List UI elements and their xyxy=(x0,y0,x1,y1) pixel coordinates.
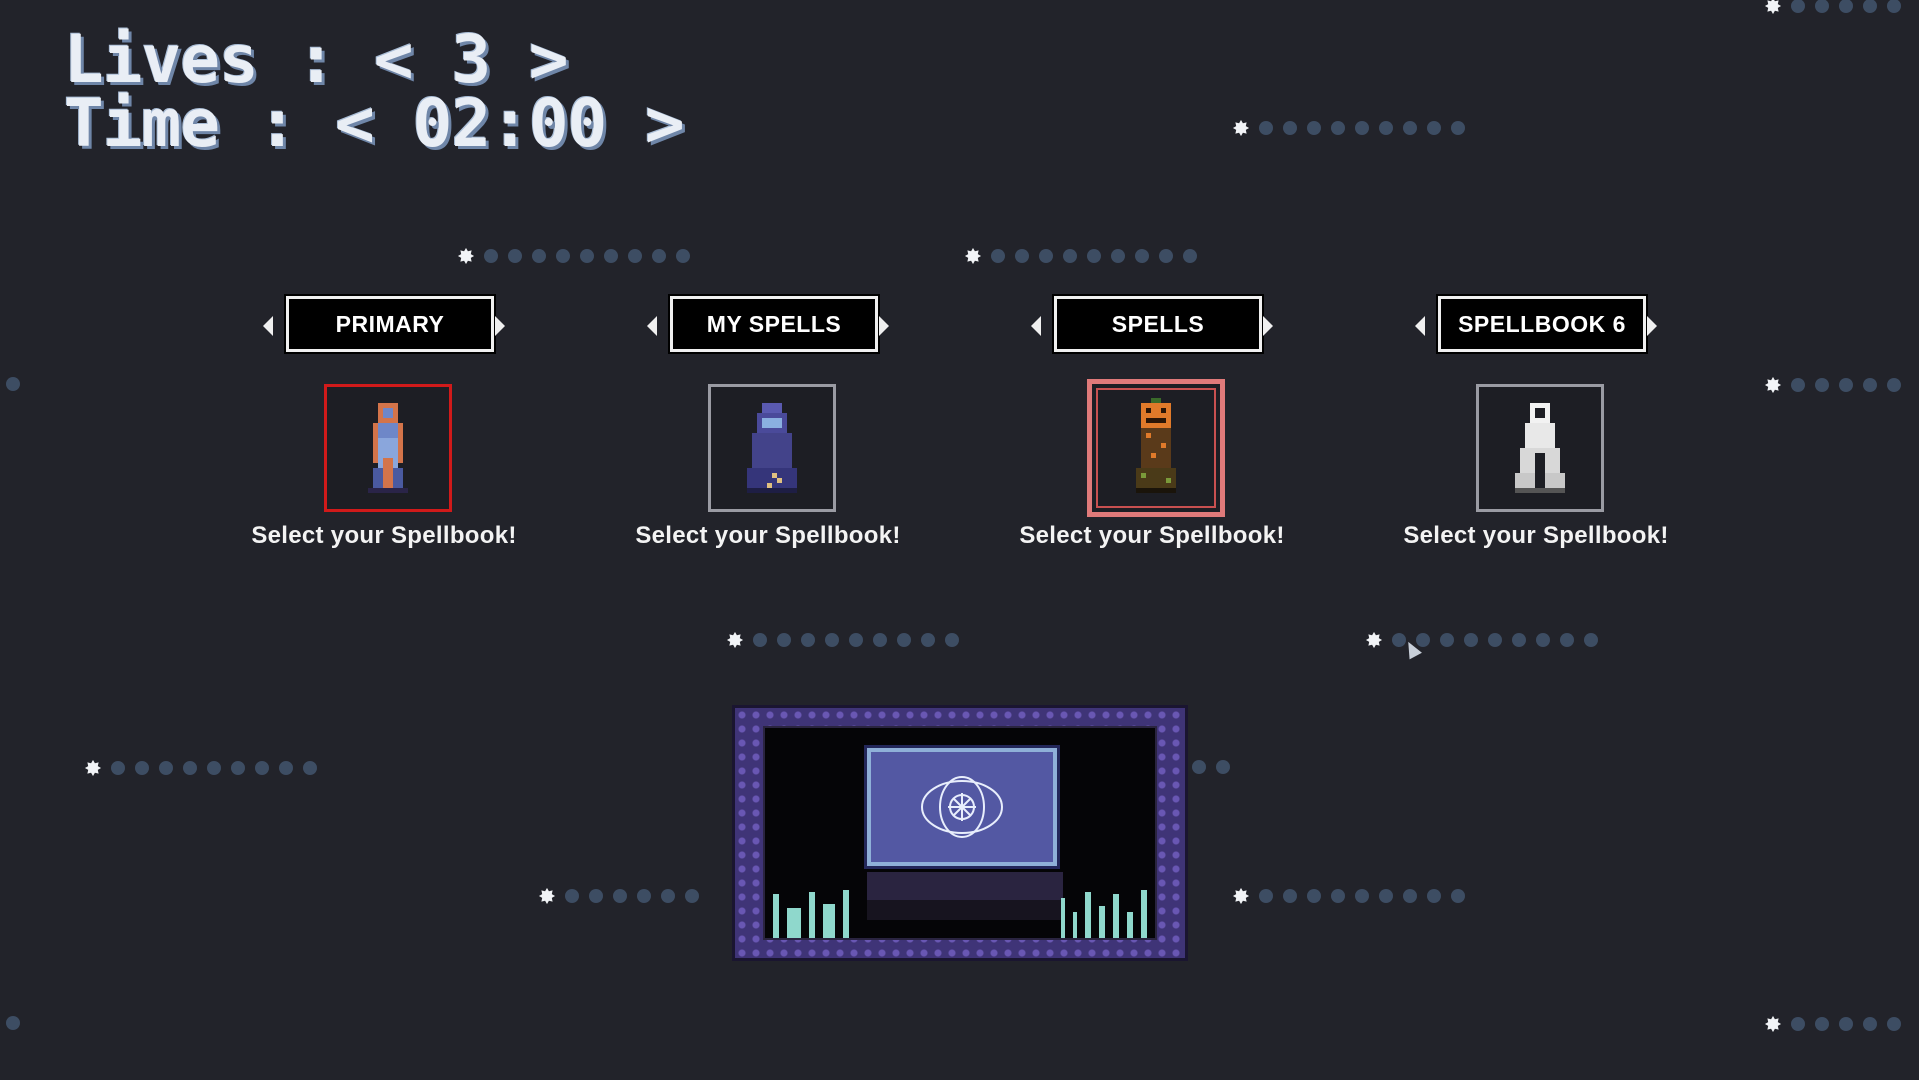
arrow-left-icon[interactable] xyxy=(1031,316,1041,336)
spellbook-pages xyxy=(867,872,1063,900)
spellbook-tab-label[interactable]: SPELLS xyxy=(1052,294,1264,354)
dot-trail xyxy=(458,248,690,264)
select-spellbook-caption: Select your Spellbook! xyxy=(635,522,901,549)
spellbook-tab: SPELLBOOK 6 xyxy=(1411,294,1661,358)
character-portrait[interactable] xyxy=(1476,384,1604,512)
pumpkin-head-mage-icon xyxy=(1136,398,1176,493)
spellbook-cover[interactable] xyxy=(864,745,1060,869)
spellbook-tab-label[interactable]: SPELLBOOK 6 xyxy=(1436,294,1648,354)
player-selector-2: MY SPELLS Select your Spellbook! xyxy=(635,294,900,564)
dot-trail xyxy=(727,632,959,648)
purple-hooded-mage-icon xyxy=(747,403,797,493)
player-selector-4: SPELLBOOK 6 Select your Spellbook! xyxy=(1403,294,1668,564)
white-ghost-mage-icon xyxy=(1515,403,1565,493)
blue-robed-mage-icon xyxy=(368,403,408,493)
select-spellbook-caption: Select your Spellbook! xyxy=(1403,522,1669,549)
dot-trail xyxy=(965,248,1197,264)
player-selector-3: SPELLS Select your Spellbook! xyxy=(1019,294,1284,564)
equalizer-right xyxy=(1061,890,1147,938)
dot-trail xyxy=(1233,888,1465,904)
arrow-left-icon[interactable] xyxy=(1415,316,1425,336)
arrow-right-icon[interactable] xyxy=(495,316,505,336)
lives-counter[interactable]: Lives : < 3 > xyxy=(64,21,569,98)
spellbook-tab: MY SPELLS xyxy=(643,294,893,358)
dot-trail xyxy=(1765,1016,1901,1032)
dot-trail xyxy=(1765,0,1901,14)
spellbook-tab-label[interactable]: MY SPELLS xyxy=(668,294,880,354)
player-selector-1: PRIMARY Select your Spellbook! xyxy=(251,294,516,564)
spellbook-preview-screen xyxy=(763,726,1157,940)
spellbook-shadow xyxy=(867,900,1063,920)
spellbook-preview-panel xyxy=(732,705,1188,961)
select-spellbook-caption: Select your Spellbook! xyxy=(1019,522,1285,549)
dot-trail xyxy=(1233,120,1465,136)
spellbook-tab: SPELLS xyxy=(1027,294,1277,358)
arrow-left-icon[interactable] xyxy=(647,316,657,336)
spellbook-tab: PRIMARY xyxy=(259,294,509,358)
dot-trail xyxy=(6,377,20,391)
dot-trail xyxy=(6,1016,20,1030)
magic-sigil-icon xyxy=(921,776,1003,838)
time-counter[interactable]: Time : < 02:00 > xyxy=(64,85,685,162)
equalizer-left xyxy=(773,890,849,938)
dot-trail xyxy=(1765,377,1901,393)
spellbook-tab-label[interactable]: PRIMARY xyxy=(284,294,496,354)
dot-trail xyxy=(539,888,699,904)
arrow-right-icon[interactable] xyxy=(1647,316,1657,336)
dot-trail xyxy=(85,760,317,776)
character-portrait[interactable] xyxy=(708,384,836,512)
arrow-left-icon[interactable] xyxy=(263,316,273,336)
character-portrait[interactable] xyxy=(324,384,452,512)
dot-trail xyxy=(1366,632,1598,648)
dot-trail xyxy=(1192,760,1230,774)
select-spellbook-caption: Select your Spellbook! xyxy=(251,522,517,549)
character-portrait-selected[interactable] xyxy=(1087,379,1225,517)
arrow-right-icon[interactable] xyxy=(879,316,889,336)
arrow-right-icon[interactable] xyxy=(1263,316,1273,336)
hud: Lives : < 3 > Time : < 02:00 > xyxy=(64,21,685,162)
